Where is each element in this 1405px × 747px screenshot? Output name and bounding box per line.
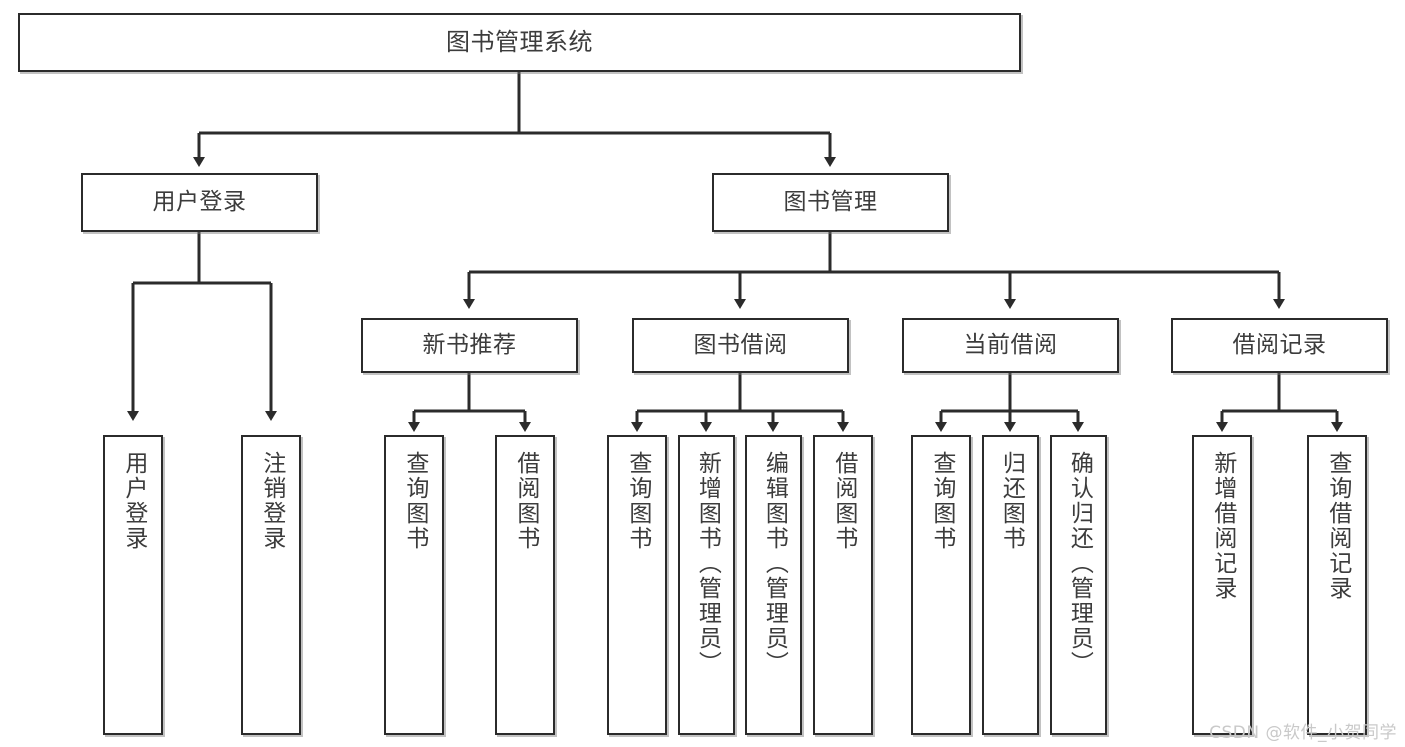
leaf-return-book[interactable]: 归还图书	[982, 435, 1039, 735]
node-label: 归还图书	[998, 451, 1025, 551]
node-book-management[interactable]: 图书管理	[712, 173, 949, 232]
node-book-borrow[interactable]: 图书借阅	[632, 318, 849, 373]
node-new-book-recommend[interactable]: 新书推荐	[361, 318, 578, 373]
node-label: 编辑图书（管理员）	[761, 451, 788, 676]
leaf-confirm-return-admin[interactable]: 确认归还（管理员）	[1050, 435, 1107, 735]
node-label: 新增借阅记录	[1209, 451, 1236, 601]
node-label: 新书推荐	[422, 332, 517, 359]
node-label: 注销登录	[258, 451, 285, 551]
node-label: 用户登录	[120, 451, 147, 551]
node-label: 借阅图书	[512, 451, 539, 551]
node-borrow-record[interactable]: 借阅记录	[1171, 318, 1388, 373]
leaf-logout[interactable]: 注销登录	[241, 435, 301, 735]
leaf-query-borrow-record[interactable]: 查询借阅记录	[1307, 435, 1367, 735]
leaf-borrow-book-recommend[interactable]: 借阅图书	[495, 435, 555, 735]
leaf-edit-book-admin[interactable]: 编辑图书（管理员）	[745, 435, 802, 735]
node-label: 查询图书	[624, 451, 651, 551]
node-label: 借阅图书	[830, 451, 857, 551]
node-label: 当前借阅	[963, 332, 1058, 359]
node-current-borrow[interactable]: 当前借阅	[902, 318, 1119, 373]
leaf-query-book-borrow[interactable]: 查询图书	[607, 435, 667, 735]
node-label: 查询图书	[928, 451, 955, 551]
leaf-query-book-recommend[interactable]: 查询图书	[384, 435, 444, 735]
node-label: 查询借阅记录	[1324, 451, 1351, 601]
watermark-text: CSDN @软件_小贺同学	[1209, 723, 1397, 743]
node-label: 查询图书	[401, 451, 428, 551]
node-user-login[interactable]: 用户登录	[81, 173, 318, 232]
node-label: 图书管理	[783, 189, 878, 216]
leaf-borrow-book[interactable]: 借阅图书	[813, 435, 873, 735]
node-label: 借阅记录	[1232, 332, 1327, 359]
leaf-user-login[interactable]: 用户登录	[103, 435, 163, 735]
leaf-query-book-current[interactable]: 查询图书	[911, 435, 971, 735]
node-label: 图书借阅	[693, 332, 788, 359]
leaf-add-borrow-record[interactable]: 新增借阅记录	[1192, 435, 1252, 735]
node-label: 新增图书（管理员）	[694, 451, 721, 676]
node-label: 确认归还（管理员）	[1066, 451, 1093, 676]
node-label: 图书管理系统	[446, 27, 593, 56]
node-label: 用户登录	[152, 189, 247, 216]
node-root-system[interactable]: 图书管理系统	[18, 13, 1021, 72]
leaf-add-book-admin[interactable]: 新增图书（管理员）	[678, 435, 735, 735]
